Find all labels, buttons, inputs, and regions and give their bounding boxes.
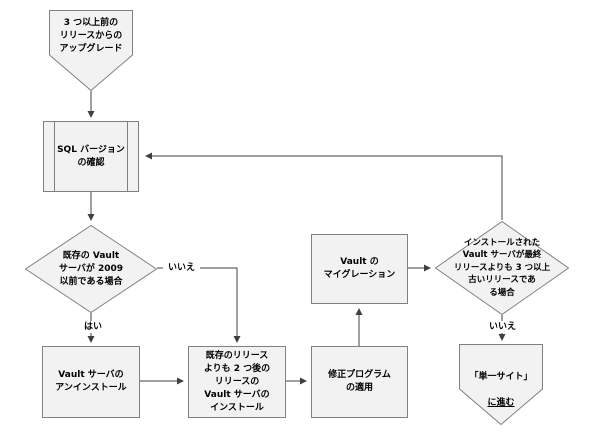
node-install: 既存のリリース よりも 2 つ後の リリースの Vault サーバの インストー…	[188, 346, 286, 418]
node-start-label: 3 つ以上前の リリースからの アップグレード	[59, 18, 123, 54]
predefined-process-shape	[43, 121, 139, 192]
node-sql-check: SQL バージョン の確認	[43, 121, 139, 192]
diamond-shape	[25, 225, 157, 313]
pentagon-shape	[459, 344, 543, 425]
node-decision-old: インストールされた Vault サーバが最終 リリースよりも 3 つ以上 古いリ…	[435, 221, 569, 315]
edge-label-no-2: いいえ	[484, 321, 521, 333]
single-site-link[interactable]: に進む	[487, 398, 515, 408]
node-sql-check-label: SQL バージョン の確認	[57, 144, 125, 168]
node-uninstall-label: Vault サーバの アンインストール	[55, 370, 127, 393]
node-migration-label: Vault の マイグレーション	[323, 257, 396, 280]
single-site-text: 「単一サイト」	[469, 372, 533, 382]
pentagon-shape	[49, 10, 133, 91]
node-install-label: 既存のリリース よりも 2 つ後の リリースの Vault サーバの インストー…	[203, 350, 271, 413]
edge-label-no-1: いいえ	[163, 262, 200, 274]
node-start: 3 つ以上前の リリースからの アップグレード	[49, 10, 133, 91]
diamond-shape	[435, 221, 569, 315]
node-decision-2009: 既存の Vault サーバが 2009 以前である場合	[25, 225, 157, 313]
node-uninstall: Vault サーバの アンインストール	[42, 346, 140, 418]
edge-label-yes: はい	[78, 321, 108, 333]
node-hotfix: 修正プログラム の適用	[311, 346, 408, 418]
node-migration: Vault の マイグレーション	[311, 234, 408, 304]
edge-decisionold-loop-to-sqlcheck	[145, 152, 503, 220]
node-decision-old-label: インストールされた Vault サーバが最終 リリースよりも 3 つ以上 古いリ…	[453, 237, 551, 298]
node-goto-single-site-label: 「単一サイト」 に進む	[469, 358, 532, 410]
node-goto-single-site: 「単一サイト」 に進む	[459, 344, 543, 425]
node-hotfix-label: 修正プログラム の適用	[328, 370, 391, 393]
edge-decision2009-no-to-install	[157, 267, 241, 343]
node-decision-2009-label: 既存の Vault サーバが 2009 以前である場合	[58, 250, 124, 287]
